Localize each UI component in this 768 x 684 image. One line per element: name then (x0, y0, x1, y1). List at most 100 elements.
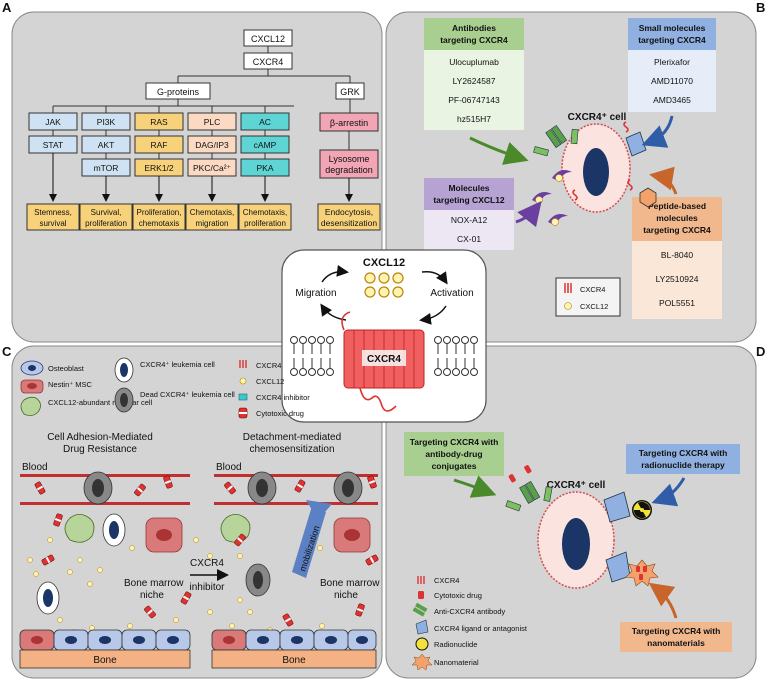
outcome-label: proliferation (244, 219, 286, 228)
pathway-node-label: AKT (98, 140, 115, 150)
scattered-molecules (27, 475, 379, 639)
center-diagram: CXCL12 Migration Activation CXCR4 (281, 249, 487, 423)
peptide-item: LY2510924 (656, 274, 699, 284)
pathway-node-label: PI3K (97, 117, 116, 127)
drug-legend-icon-d (418, 591, 424, 599)
migration-label: Migration (295, 288, 336, 299)
pathway-node-label: RAS (150, 117, 168, 127)
pathway-node-label: mTOR (94, 163, 119, 173)
peptide-title-1: Peptide-based (648, 201, 706, 211)
nucleus-b (583, 148, 609, 196)
cell-receptors-b (572, 121, 633, 201)
legend-b (555, 277, 621, 317)
antibody-item: LY2624587 (453, 76, 496, 86)
cxcl12-dot (207, 609, 213, 615)
bone-label-left: Bone (93, 655, 117, 666)
outcome-label: Chemotaxis, (243, 208, 287, 217)
legend-d-item: Radionuclide (434, 640, 477, 649)
drug-icon (144, 605, 156, 619)
legend-c-item: CXCR4⁺ leukemia cell (140, 360, 215, 369)
small-molecules-list-box (628, 50, 716, 112)
cxcl12-dot (237, 597, 243, 603)
cxcr4-legend-icon-c (239, 360, 247, 368)
cxcr4-legend-icon (564, 283, 572, 293)
outcome-box (238, 203, 292, 231)
cxcl12-dot (229, 623, 235, 629)
small-molecules-header (628, 18, 716, 50)
arrestin-outcome-1: Endocytosis, (325, 207, 373, 217)
lysosome-label-2: degradation (325, 165, 373, 175)
drug-icon (282, 613, 294, 627)
small-item: Plerixafor (654, 57, 690, 67)
migration-arrow-bottom (320, 303, 347, 321)
molecule-item: NOX-A12 (451, 215, 488, 225)
drug-icon (134, 483, 146, 497)
antibodies-title-2: targeting CXCR4 (440, 35, 508, 45)
cell-membrane (290, 336, 478, 376)
drug-icon (180, 591, 192, 605)
nano-title-1: Targeting CXCR4 with (632, 626, 721, 636)
gproteins-label: G-proteins (157, 87, 200, 97)
molecules-title-1: Molecules (448, 183, 489, 193)
antibody-arrow (469, 136, 529, 165)
ligand-legend-icon-d (415, 619, 429, 635)
outcome-box (26, 203, 80, 231)
right-title-1: Detachment-mediated (243, 432, 341, 443)
peptide-arrow (649, 166, 678, 195)
small-title-1: Small molecules (639, 23, 706, 33)
cxcl12-dot (77, 557, 83, 563)
vessel-left-bottom (20, 502, 190, 505)
adc-title-2: antibody-drug (425, 449, 482, 459)
bone-left (19, 649, 191, 669)
panel-letter-d: D (756, 344, 765, 359)
radio-title-2: radionuclide therapy (641, 460, 725, 470)
outcome-label: migration (196, 219, 229, 228)
outcome-box (132, 203, 186, 231)
cell-label-b: CXCR4⁺ cell (568, 112, 627, 123)
legend-b-item: CXCL12 (580, 302, 608, 311)
cxcl12-dot (47, 537, 53, 543)
drug-icon (365, 554, 379, 566)
outcome-label: Survival, (91, 208, 122, 217)
grk-label: GRK (340, 87, 360, 97)
cxcl12-dot (247, 609, 253, 615)
legend-c-item: Dead CXCR4⁺ leukemia cell (140, 390, 235, 399)
car-cell (64, 514, 95, 543)
small-molecule-arrow (641, 115, 674, 148)
legend-d-item: CXCR4 ligand or antagonist (434, 624, 528, 633)
niche-label-right-2: niche (334, 590, 358, 601)
activation-arrow-bottom (419, 305, 447, 325)
panel-letter-b: B (756, 0, 765, 15)
outcome-box (185, 203, 239, 231)
antibody-item: hz515H7 (457, 114, 491, 124)
panel-c: C (2, 344, 383, 679)
antibodies-list-box (424, 50, 524, 130)
legend-c-item: Nestin⁺ MSC (48, 380, 93, 389)
outcome-label: Proliferation, (137, 208, 182, 217)
molecules-header (424, 178, 514, 210)
pathway-columns: JAKSTATStemness,survivalPI3KAKTmTORSurvi… (26, 106, 292, 231)
niche-label-left-2: niche (140, 590, 164, 601)
peptide-list-box (632, 241, 722, 319)
small-item: AMD11070 (651, 76, 693, 86)
cxcr4-receptor: CXCR4 (341, 311, 425, 412)
nano-box (620, 622, 732, 652)
legend-c-item: Osteoblast (48, 364, 85, 373)
legend-d-item: CXCR4 (434, 576, 459, 585)
cxcl12-dot (319, 623, 325, 629)
outcome-label: survival (39, 219, 66, 228)
nanomaterial-legend-icon (411, 653, 433, 671)
pathway-node-label: AC (259, 117, 271, 127)
small-molecule-icon (625, 131, 647, 157)
legend-c-item: Cytotoxic drug (256, 409, 304, 418)
small-title-2: targeting CXCR4 (638, 35, 706, 45)
legend-c-item: CXCL12-abundant reticular cell (48, 398, 153, 407)
outcome-label: Chemotaxis, (190, 208, 234, 217)
blood-label-right: Blood (216, 462, 242, 473)
ligand-icon (603, 491, 631, 523)
center-ligands (364, 272, 404, 298)
adc-title-3: conjugates (432, 461, 477, 471)
activation-label: Activation (430, 288, 473, 299)
peptide-item: BL-8040 (661, 250, 693, 260)
